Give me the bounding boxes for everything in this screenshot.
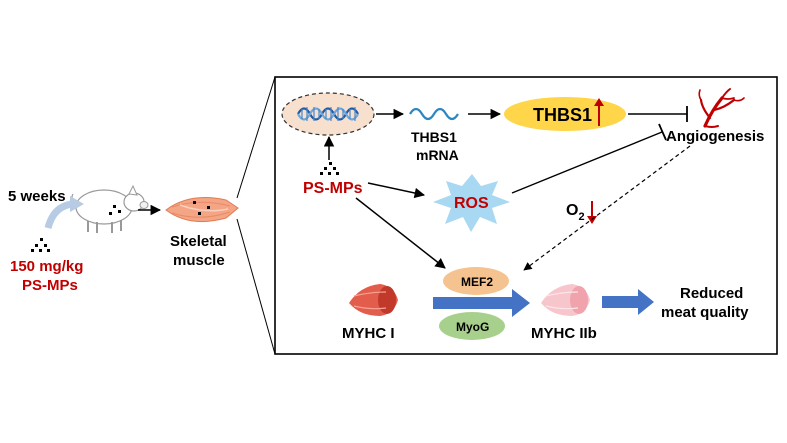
- tissue-label-line2: muscle: [173, 252, 225, 269]
- dose-compound-label: PS-MPs: [22, 277, 78, 294]
- ros-inhibit-bar: [658, 123, 667, 141]
- fiber-transition-arrow: [433, 289, 530, 317]
- mrna-wave-icon: [409, 107, 459, 121]
- myhc2b-label: MYHC IIb: [531, 325, 597, 342]
- zoom-line-top: [236, 76, 276, 199]
- zoom-line-bottom: [236, 218, 276, 355]
- nucleus-oval: [281, 92, 375, 136]
- psmps-to-ros-arrow: [367, 182, 426, 199]
- mrna-label-line2: mRNA: [416, 147, 459, 163]
- mrna-label-line1: THBS1: [411, 129, 457, 145]
- dna-icon: [297, 107, 359, 121]
- psmps-to-mef2-arrow: [355, 197, 446, 269]
- angiogenesis-label: Angiogenesis: [666, 128, 764, 145]
- psmps-label: PS-MPs: [303, 180, 363, 197]
- ros-inhibit-line: [511, 131, 663, 194]
- oxygen-label: O2: [566, 202, 585, 223]
- psmps-dots-icon: [320, 162, 339, 175]
- duration-label: 5 weeks: [8, 188, 66, 205]
- myog-oval: [439, 312, 505, 340]
- microplastic-dots-icon: [31, 238, 50, 252]
- tissue-label-line1: Skeletal: [170, 233, 227, 250]
- dose-amount-label: 150 mg/kg: [10, 258, 83, 275]
- blood-vessel-icon: [698, 88, 745, 128]
- ros-label: ROS: [454, 195, 489, 212]
- outcome-label-line2: meat quality: [661, 304, 749, 321]
- nucleus-dna-group: [281, 92, 375, 136]
- oxygen-symbol: O: [566, 202, 578, 219]
- myog-label: MyoG: [456, 320, 489, 334]
- mef2-label: MEF2: [461, 275, 493, 289]
- outcome-arrow: [602, 289, 654, 315]
- myhc1-label: MYHC I: [342, 325, 395, 342]
- oxygen-subscript: 2: [578, 211, 584, 223]
- thbs1-up-arrowhead: [594, 98, 604, 106]
- pig-icon: [71, 184, 149, 233]
- muscle-fiber-pink-icon: [541, 284, 590, 316]
- muscle-fiber-red-icon: [349, 284, 398, 316]
- outcome-label-line1: Reduced: [680, 285, 743, 302]
- dose-curve-arrowhead: [70, 196, 84, 212]
- mef2-oval: [443, 267, 509, 295]
- ros-burst: [433, 174, 510, 232]
- thbs1-label: THBS1: [533, 105, 592, 125]
- muscle-tissue-icon: [165, 197, 239, 223]
